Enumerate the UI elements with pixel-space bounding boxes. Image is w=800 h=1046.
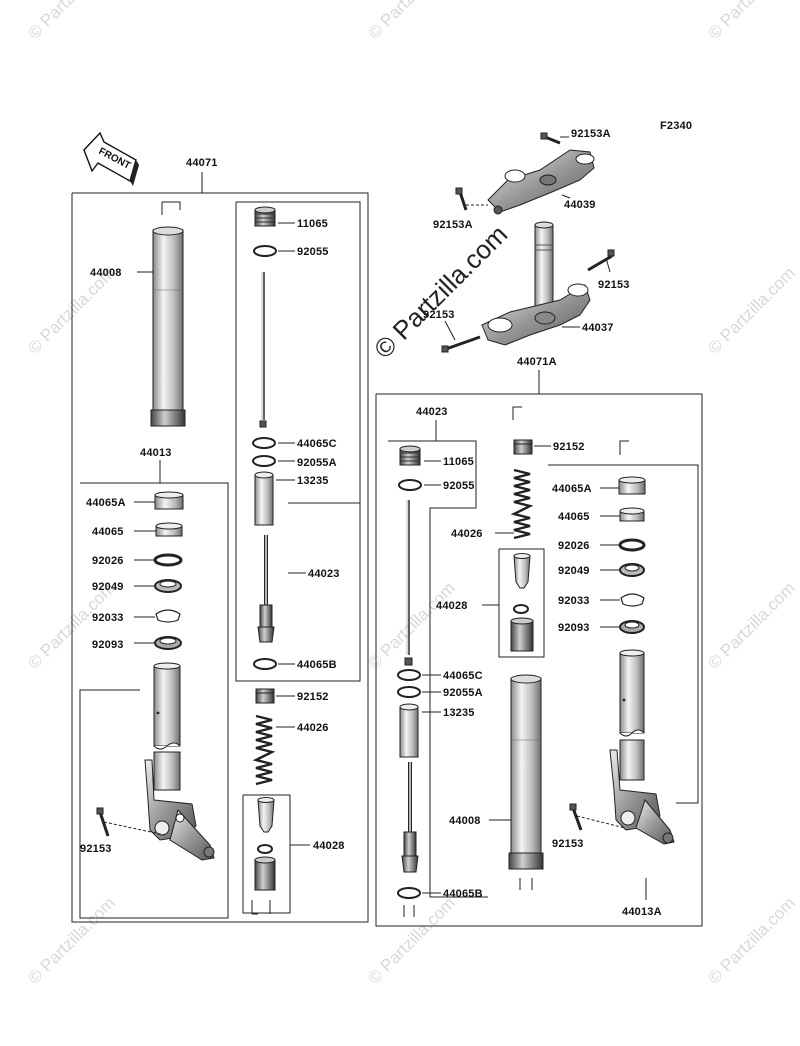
part-label: 44039 — [564, 199, 596, 211]
left-fork-assembly: 44071 44008 44013 44065A 44065 92026 920 — [71, 157, 369, 923]
axle-bracket — [144, 759, 215, 861]
part-label: 13235 — [443, 707, 475, 719]
part-label: 92153 — [598, 279, 630, 291]
part-label: 44071 — [186, 157, 218, 169]
part-label: 44023 — [308, 568, 340, 580]
cap-bolt-icon — [254, 206, 276, 227]
watermark: © Partzilla.com — [364, 0, 458, 43]
washer — [153, 553, 183, 567]
spring-icon — [510, 468, 534, 540]
triple-clamps: 92153A 92153A 44039 92153 — [423, 128, 630, 353]
part-label: 44065C — [443, 670, 483, 682]
part-label: 92153 — [423, 309, 455, 321]
part-label: 44065B — [443, 888, 483, 900]
watermark: © Partzilla.com — [704, 263, 798, 357]
watermark: © Partzilla.com — [704, 578, 798, 672]
bolt-icon — [569, 803, 583, 831]
clip — [620, 593, 645, 607]
part-label: 92055A — [297, 457, 337, 469]
part-label: 44023 — [416, 406, 448, 418]
part-label: 44028 — [436, 600, 468, 612]
watermark: © Partzilla.com — [24, 0, 118, 43]
part-label: 44013 — [140, 447, 172, 459]
part-label: 44065A — [86, 497, 126, 509]
o-ring-icon — [397, 686, 421, 698]
inner-tube — [153, 662, 181, 791]
spring-guide-icon — [510, 553, 534, 652]
figure-code: F2340 — [660, 120, 692, 132]
part-label: 92093 — [558, 622, 590, 634]
collar — [254, 474, 274, 526]
part-label: 44071A — [517, 356, 557, 368]
o-ring-icon — [397, 669, 421, 681]
part-label: 13235 — [297, 475, 329, 487]
part-label: 44013A — [622, 906, 662, 918]
part-label: 44065B — [297, 659, 337, 671]
inner-tube — [619, 649, 645, 781]
watermark: © Partzilla.com — [364, 893, 458, 987]
bolt-icon — [96, 807, 110, 837]
part-label: 92033 — [92, 612, 124, 624]
part-label: 11065 — [443, 456, 474, 468]
part-label: 92153A — [571, 128, 611, 140]
o-ring-icon — [398, 479, 422, 491]
o-ring-icon — [253, 245, 277, 257]
part-label: 92152 — [297, 691, 329, 703]
collar — [399, 706, 419, 758]
nut-icon — [255, 688, 275, 704]
part-label: 92026 — [558, 540, 590, 552]
o-ring-icon — [397, 887, 421, 899]
watermark: © Partzilla.com — [704, 0, 798, 43]
bolt-icon — [587, 249, 615, 272]
o-ring-icon — [252, 455, 276, 467]
part-label: 44008 — [90, 267, 122, 279]
part-label: 44008 — [449, 815, 481, 827]
part-label: 92055A — [443, 687, 483, 699]
part-label: 44026 — [297, 722, 329, 734]
bolt-icon — [455, 187, 468, 211]
cap-bolt-icon — [399, 445, 421, 466]
watermark-center: © Partzilla.com — [368, 219, 513, 364]
lower-clamp-icon — [481, 283, 591, 346]
nut-icon — [513, 439, 533, 455]
part-label: 92093 — [92, 639, 124, 651]
front-arrow-icon: FRONT — [83, 131, 139, 186]
part-label: 44026 — [451, 528, 483, 540]
part-label: 44065A — [552, 483, 592, 495]
bolt-icon — [540, 132, 561, 145]
part-label: 44028 — [313, 840, 345, 852]
part-label: 11065 — [297, 218, 328, 230]
outer-tube — [508, 674, 544, 870]
part-label: 44065 — [558, 511, 590, 523]
bolt-icon — [441, 335, 481, 353]
outer-tube — [150, 201, 186, 427]
part-label: 44065C — [297, 438, 337, 450]
part-label: 92049 — [558, 565, 590, 577]
washer — [618, 538, 646, 552]
upper-clamp-icon — [487, 149, 595, 215]
watermark: © Partzilla.com — [704, 893, 798, 987]
part-label: 92153 — [80, 843, 112, 855]
clip — [155, 609, 181, 623]
part-label: 92026 — [92, 555, 124, 567]
part-label: 92049 — [92, 581, 124, 593]
spring-icon — [252, 714, 276, 786]
part-label: 44037 — [582, 322, 614, 334]
o-ring-icon — [253, 658, 277, 670]
part-label: 92153A — [433, 219, 473, 231]
part-label: 92153 — [552, 838, 584, 850]
o-ring-icon — [252, 437, 276, 449]
axle-bracket — [609, 749, 675, 845]
part-label: 44065 — [92, 526, 124, 538]
part-label: 92055 — [297, 246, 329, 258]
part-label: 92152 — [553, 441, 585, 453]
right-fork-assembly: 44071A 44023 11065 92055 44065C 92055A 1… — [375, 356, 703, 927]
part-label: 92055 — [443, 480, 475, 492]
part-label: 92033 — [558, 595, 590, 607]
spring-guide-icon — [254, 797, 276, 891]
